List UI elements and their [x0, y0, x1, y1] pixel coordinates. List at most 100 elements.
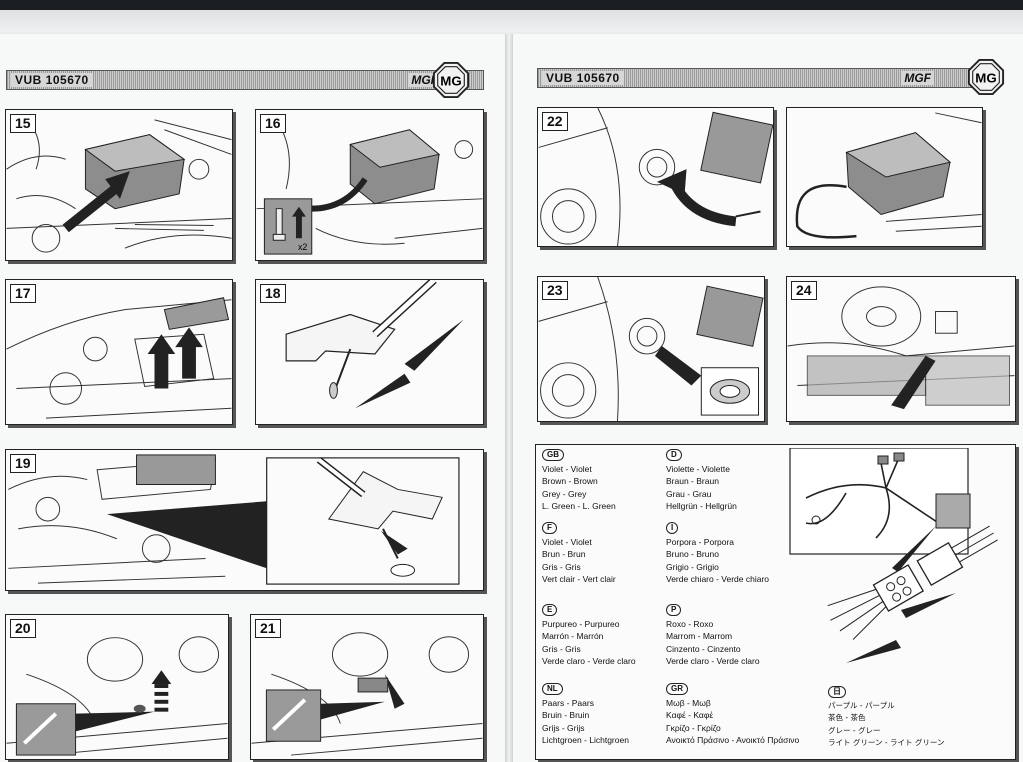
module-mounting-illustration: x2 [256, 119, 483, 255]
colour-row: Καφέ - Καφέ [666, 710, 714, 721]
colour-row: Grigio - Grigio [666, 561, 719, 572]
colour-row: Lichtgroen - Lichtgroen [542, 735, 629, 746]
colour-row: Verde chiaro - Verde chiaro [666, 574, 770, 585]
colour-row: Cinzento - Cinzento [666, 643, 741, 654]
step-22-panel: 22 [537, 107, 774, 247]
bulkhead-routing-illustration [8, 454, 460, 585]
colour-row: Verde claro - Verde claro [666, 656, 760, 667]
scan-top-margin [0, 10, 1023, 32]
language-badge: F [542, 522, 557, 534]
step-24-panel: 24 [786, 276, 1016, 422]
step-number: 15 [10, 114, 36, 133]
document-code: VUB 105670 [11, 73, 93, 87]
legend-i: I Porpora - Porpora Bruno - Bruno Grigio… [666, 521, 769, 586]
colour-row: Brun - Brun [542, 549, 586, 560]
colour-row: Γκρίζο - Γκρίζο [666, 722, 721, 733]
language-badge: I [666, 522, 679, 534]
mg-logo: MG [432, 61, 470, 99]
colour-row: Porpora - Porpora [666, 537, 735, 547]
right-header-bar: VUB 105670 MGF [537, 68, 977, 88]
engine-bay-illustration [6, 119, 232, 253]
brand-name: MGF [408, 73, 441, 87]
grommet-fitting-illustration [538, 277, 764, 421]
language-badge: D [666, 449, 682, 461]
connector-illustration [789, 448, 998, 663]
step-23-panel: 23 [537, 276, 765, 422]
language-badge: E [542, 604, 558, 616]
svg-text:MG: MG [975, 71, 996, 86]
mg-logo-right: MG [967, 58, 1005, 96]
colour-row: Brown - Brown [542, 476, 598, 487]
wire-colour-legend: GB Violet - Violet Brown - Brown Grey - … [535, 444, 1016, 760]
svg-text:MG: MG [440, 74, 461, 89]
bracket-connector-illustration [285, 280, 464, 409]
earth-connection-illustration [251, 632, 483, 756]
colour-row: グレー - グレー [828, 725, 881, 735]
colour-row: Paars - Paars [542, 698, 594, 708]
earth-point-illustration [6, 636, 228, 756]
language-badge: GR [666, 683, 688, 695]
step-19-panel: 19 [5, 449, 484, 591]
colour-row: Μωβ - Μωβ [666, 698, 711, 708]
legend-nl: NL Paars - Paars Bruin - Bruin Grijs - G… [542, 682, 629, 747]
step-21-panel: 21 [250, 614, 484, 760]
legend-gr: GR Μωβ - Μωβ Καφέ - Καφέ Γκρίζο - Γκρίζο… [666, 682, 799, 747]
colour-row: 茶色 - 茶色 [828, 713, 866, 723]
left-header-bar: VUB 105670 MGF [6, 70, 484, 90]
brand-name-right: MGF [901, 71, 934, 85]
colour-row: Grey - Grey [542, 488, 587, 499]
step-number: 19 [10, 454, 36, 473]
step-18-panel: 18 [255, 279, 484, 425]
colour-row: Vert clair - Vert clair [542, 574, 616, 585]
colour-row: Braun - Braun [666, 476, 719, 487]
colour-row: Hellgrün - Hellgrün [666, 501, 737, 512]
step-number: 18 [260, 284, 286, 303]
colour-row: Gris - Gris [542, 643, 581, 654]
language-badge: NL [542, 683, 563, 695]
colour-row: Gris - Gris [542, 561, 581, 572]
step-number: 21 [255, 619, 281, 638]
page-gutter [505, 34, 513, 762]
step-number: 20 [10, 619, 36, 638]
colour-row: パープル - パープル [828, 701, 895, 710]
language-badge: 日 [828, 686, 846, 698]
colour-row: Marrom - Marrom [666, 631, 733, 642]
colour-row: ライト グリーン - ライト グリーン [828, 738, 945, 748]
colour-row: Grau - Grau [666, 488, 712, 499]
step-15-panel: 15 [5, 109, 233, 261]
colour-row: L. Green - L. Green [542, 501, 616, 512]
step-16-panel: 16 x2 [255, 109, 484, 261]
legend-f: F Violet - Violet Brun - Brun Gris - Gri… [542, 521, 616, 586]
step-20-panel: 20 [5, 614, 229, 760]
bolt-quantity: x2 [298, 242, 307, 252]
scan-top-edge [0, 0, 1023, 10]
document-code-right: VUB 105670 [542, 71, 624, 85]
colour-row: Verde claro - Verde claro [542, 656, 636, 667]
colour-row: Bruno - Bruno [666, 549, 719, 560]
colour-row: Grijs - Grijs [542, 722, 585, 733]
step-number: 17 [10, 284, 36, 303]
engine-compartment-illustration [6, 297, 232, 419]
module-harness-illustration [795, 112, 982, 239]
colour-row: Marrón - Marrón [542, 631, 604, 642]
colour-row: Roxo - Roxo [666, 619, 714, 629]
colour-row: Violet - Violet [542, 464, 592, 474]
step-number: 23 [542, 281, 568, 300]
footwell-routing-illustration [787, 286, 1015, 410]
colour-row: Bruin - Bruin [542, 710, 590, 721]
legend-e: E Purpureo - Purpureo Marrón - Marrón Gr… [542, 603, 636, 668]
legend-d: D Violette - Violette Braun - Braun Grau… [666, 448, 737, 513]
step-number: 22 [542, 112, 568, 131]
colour-row: Violet - Violet [542, 537, 592, 547]
colour-row: Violette - Violette [666, 464, 730, 474]
legend-jp: 日 パープル - パープル 茶色 - 茶色 グレー - グレー ライト グリーン… [828, 685, 945, 750]
language-badge: GB [542, 449, 564, 461]
language-badge: P [666, 604, 682, 616]
colour-row: Ανοικτό Πράσινο - Ανοικτό Πράσινο [666, 735, 800, 746]
step-17-panel: 17 [5, 279, 233, 425]
step-number: 24 [791, 281, 817, 300]
colour-row: Purpureo - Purpureo [542, 619, 620, 629]
step-22-detail-panel [786, 107, 983, 247]
legend-p: P Roxo - Roxo Marrom - Marrom Cinzento -… [666, 603, 760, 668]
step-number: 16 [260, 114, 286, 133]
